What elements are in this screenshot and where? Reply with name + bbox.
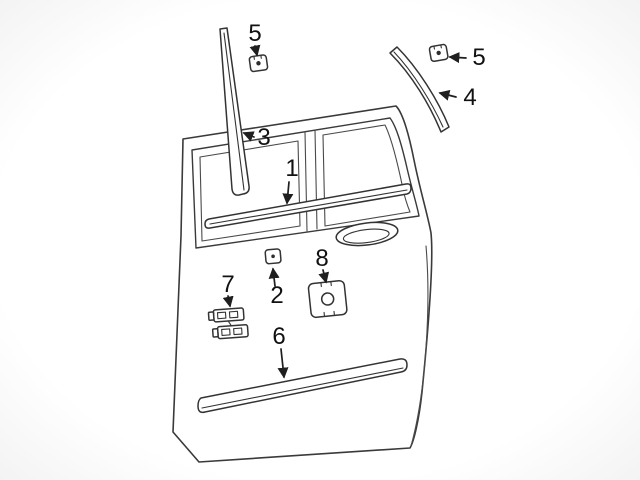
callout-1: 1 <box>282 155 299 205</box>
callout-1-label: 1 <box>285 155 298 182</box>
callout-5-upper-label: 5 <box>248 20 261 47</box>
callout-8-label: 8 <box>315 245 328 272</box>
callout-5-rear-arrow <box>448 52 467 64</box>
callout-6: 6 <box>272 323 289 379</box>
callout-8-arrow <box>318 269 330 284</box>
callout-6-label: 6 <box>272 323 285 350</box>
callouts: 5 3 1 4 5 2 <box>221 20 486 379</box>
callout-2-label: 2 <box>270 282 283 309</box>
callout-3-label: 3 <box>257 124 270 151</box>
center-pillar-applique-part <box>219 27 250 196</box>
rear-edge-contour <box>410 245 429 447</box>
door-handle <box>335 221 399 247</box>
callout-8: 8 <box>315 245 330 284</box>
callout-6-arrow <box>277 348 289 379</box>
lower-body-molding-part <box>197 358 408 414</box>
callout-5-rear-label: 5 <box>472 44 485 71</box>
callout-5-upper-arrow <box>249 44 261 57</box>
window-frame-inner <box>191 117 420 249</box>
belt-molding-clip-part <box>264 248 282 265</box>
callout-7-arrow <box>222 295 234 308</box>
front-window-pane <box>199 140 301 242</box>
belt-molding-part <box>204 183 412 229</box>
molding-bracket-part <box>307 279 348 319</box>
callout-7-label: 7 <box>221 271 234 298</box>
applique-clip-upper-part <box>248 54 269 73</box>
rear-pillar-applique-part <box>389 46 450 133</box>
callout-4: 4 <box>438 84 477 111</box>
callout-4-label: 4 <box>463 84 476 111</box>
callout-4-arrow <box>438 89 457 101</box>
callout-3: 3 <box>242 124 271 151</box>
window-divider <box>304 129 318 232</box>
callout-7: 7 <box>221 271 235 308</box>
callout-2: 2 <box>268 267 284 309</box>
callout-3-arrow <box>242 131 255 142</box>
applique-clip-rear-part <box>428 43 449 63</box>
callout-5-upper: 5 <box>248 20 262 57</box>
callout-1-arrow <box>282 181 294 205</box>
callout-5-rear: 5 <box>448 44 486 71</box>
callout-2-arrow <box>268 267 280 287</box>
molding-clip-assembly-part <box>207 307 249 340</box>
